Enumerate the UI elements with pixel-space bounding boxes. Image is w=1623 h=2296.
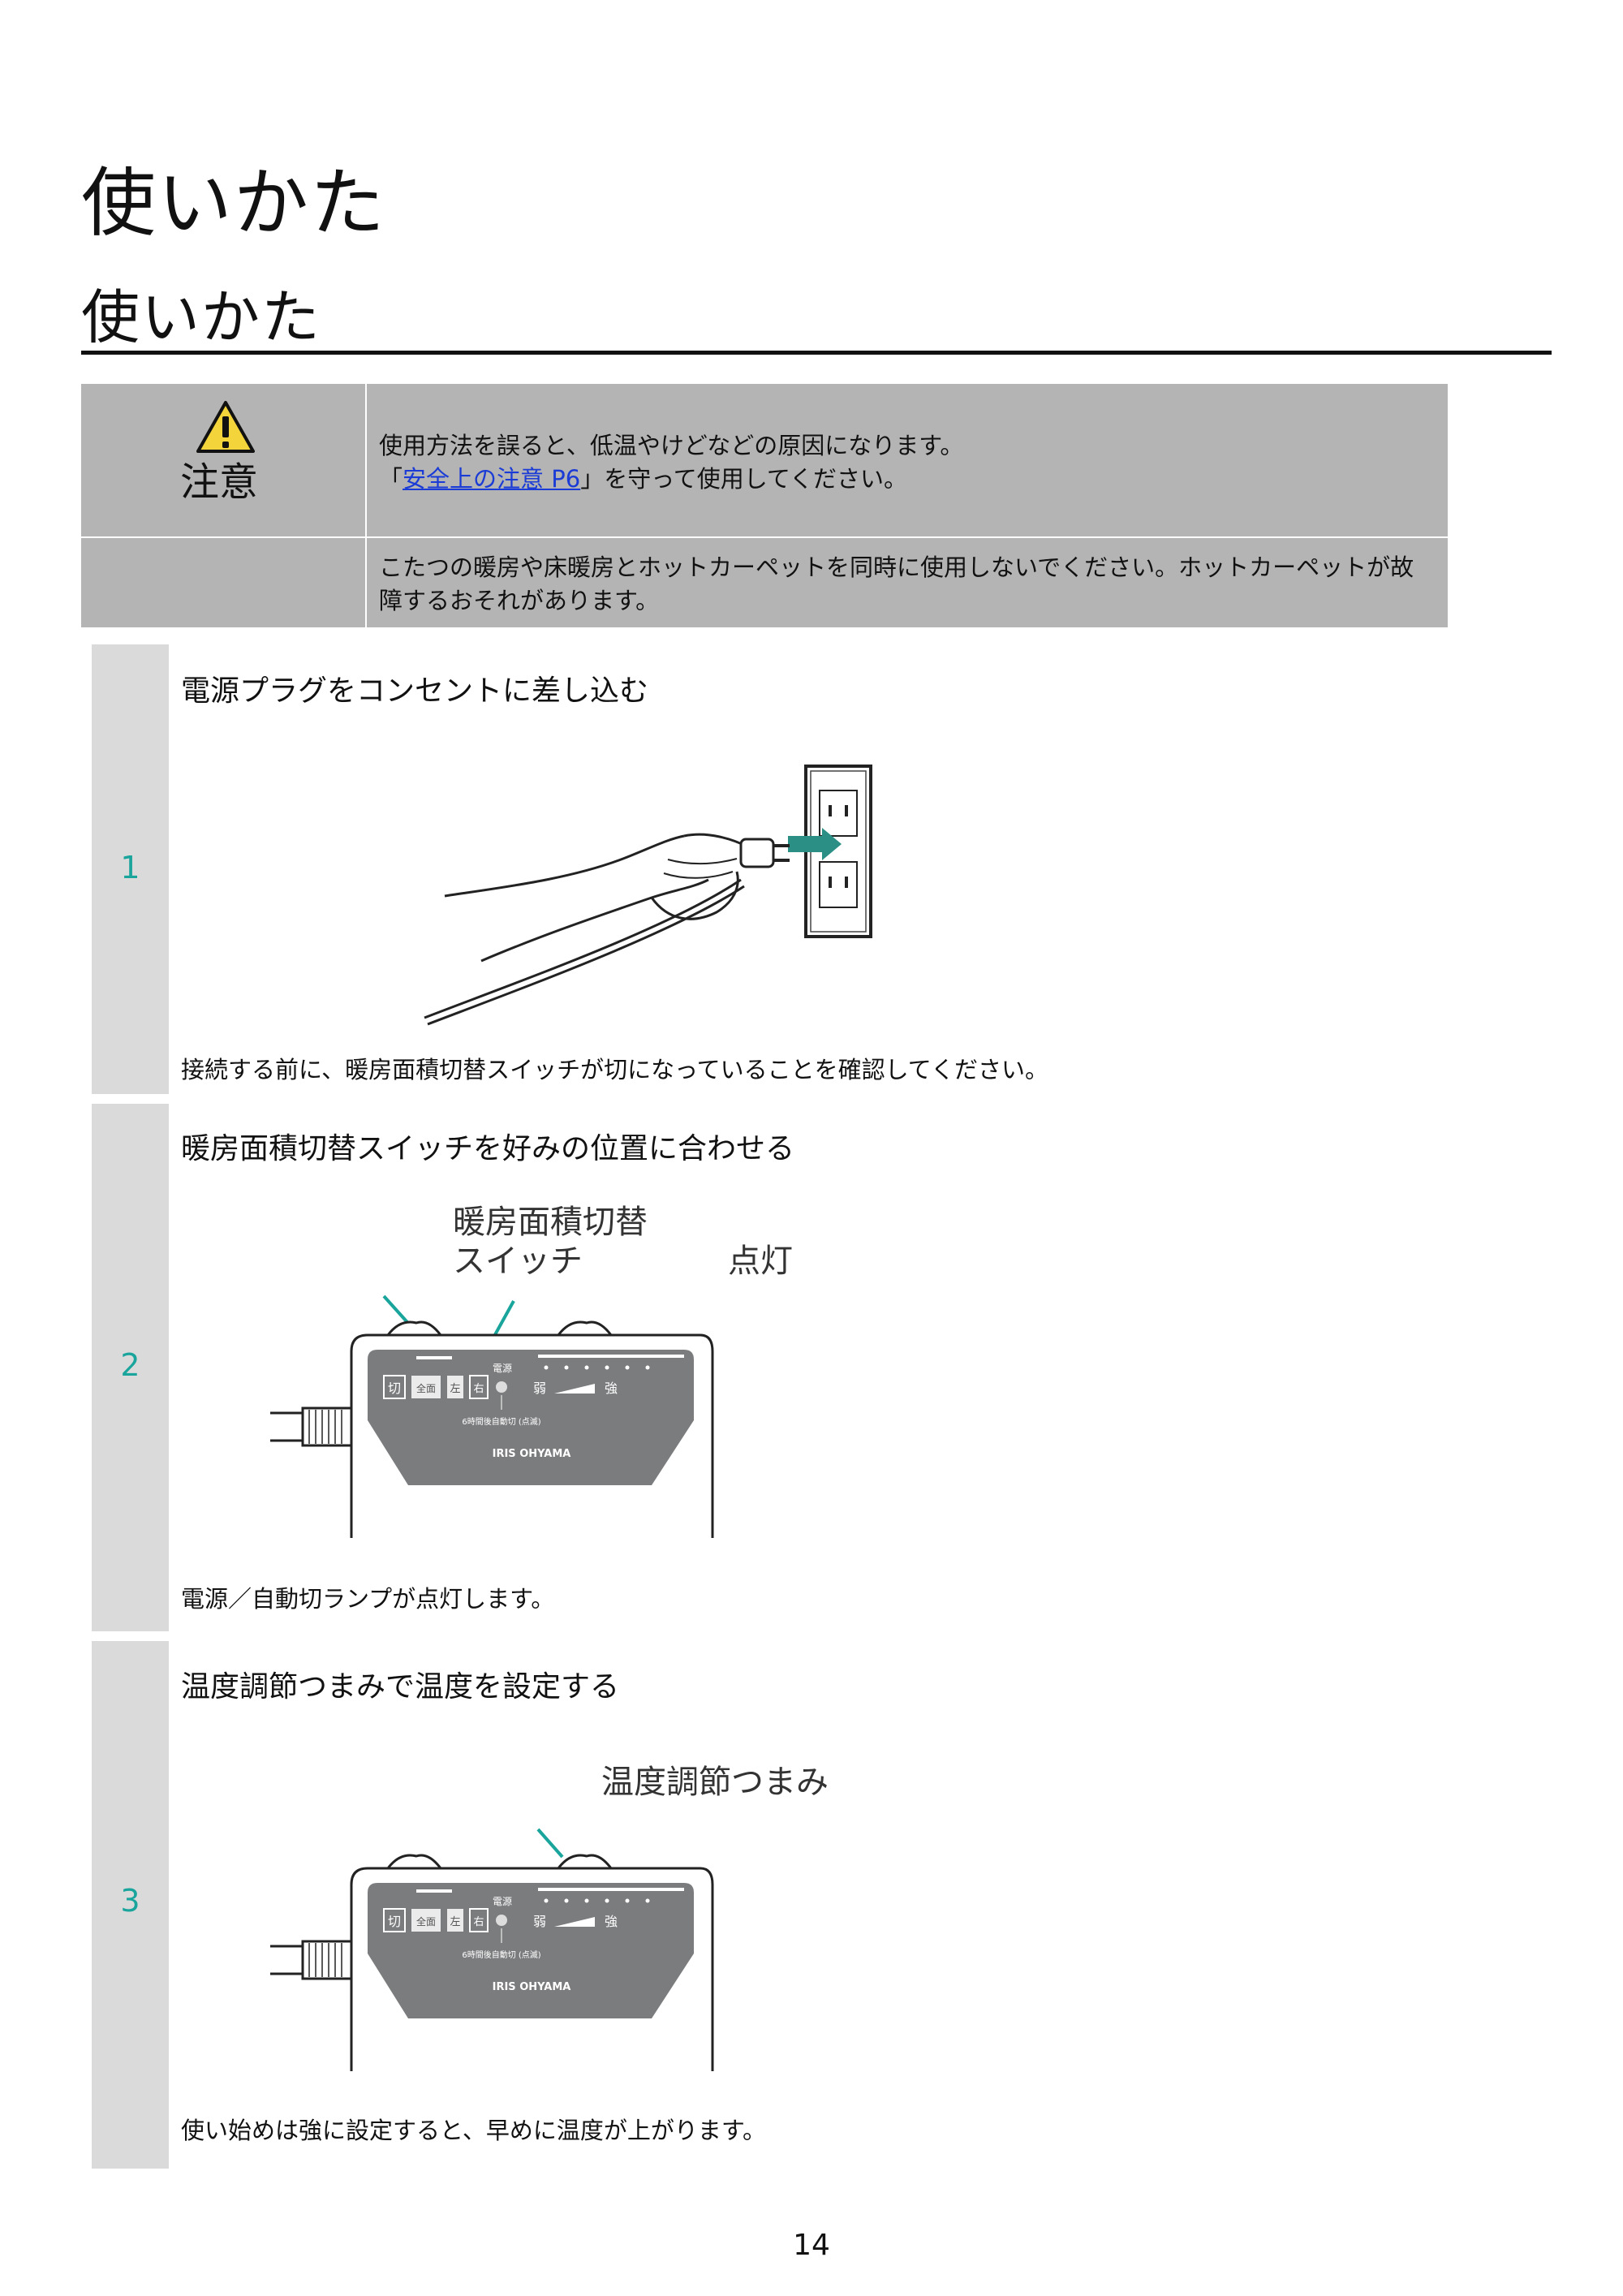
safety-notes-link[interactable]: 安全上の注意 P6 [403,464,581,493]
step-title: 温度調節つまみで温度を設定する [181,1670,620,1704]
caution-line-2-suffix: 」を守って使用してください。 [580,464,907,493]
caution-text: 使用方法を誤ると、低温やけどなどの原因になります。 「安全上の注意 P6」を守っ… [379,429,963,495]
svg-text:右: 右 [473,1383,484,1395]
lamp-callout: 点灯 [728,1243,793,1280]
caution-line-1: 使用方法を誤ると、低温やけどなどの原因になります。 [379,432,964,459]
svg-text:全面: 全面 [416,1915,436,1928]
switch-callout-line-1: 暖房面積切替 [453,1204,648,1241]
knob-callout: 温度調節つまみ [601,1764,829,1801]
svg-text:切: 切 [388,1381,401,1396]
step-number: 1 [120,850,140,885]
step-number: 3 [120,1883,140,1919]
page-title: 使いかた [81,160,387,247]
caution-line-2: 「安全上の注意 P6」を守って使用してください。 [379,463,963,496]
step-title: 暖房面積切替スイッチを好みの位置に合わせる [181,1132,795,1165]
section-title: 使いかた [81,283,322,351]
svg-text:6時間後自動切 (点滅): 6時間後自動切 (点滅) [462,1416,540,1427]
bracket-open: 「 [379,464,403,493]
svg-text:強: 強 [605,1381,618,1396]
step-number-column [92,644,169,1094]
step-number-column [92,1104,169,1631]
step-2: 2 暖房面積切替スイッチを好みの位置に合わせる 暖房面積切替 スイッチ 点灯 [92,1104,1552,1631]
caution-line-3: こたつの暖房や床暖房とホットカーペットを同時に使用しないでください。ホットカーペ… [379,554,1414,614]
svg-text:切: 切 [388,1914,401,1929]
caution-label: 注意 [180,459,259,505]
svg-text:6時間後自動切 (点滅): 6時間後自動切 (点滅) [462,1949,540,1960]
caution-divider-vertical [365,384,367,627]
section-divider [81,351,1552,355]
svg-text:右: 右 [473,1916,484,1928]
step-note: 接続する前に、暖房面積切替スイッチが切になっていることを確認してください。 [181,1056,1048,1083]
svg-text:左: 左 [450,1916,460,1928]
step-3: 3 温度調節つまみで温度を設定する 温度調節つまみ 切 全面 左 右 電源 [92,1641,1552,2169]
svg-text:電源: 電源 [493,1363,512,1374]
step-number-column [92,1641,169,2169]
plug-into-outlet-illustration [424,765,872,1026]
svg-text:電源: 電源 [493,1896,512,1907]
caution-box: 注意 使用方法を誤ると、低温やけどなどの原因になります。 「安全上の注意 P6」… [81,384,1448,627]
svg-text:弱: 弱 [533,1381,546,1396]
controller-illustration: 切 全面 左 右 電源 弱 強 6時間後自動切 (点滅) IRIS OHYAMA [270,1294,714,1538]
warning-triangle-icon [196,401,255,453]
step-note: 使い始めは強に設定すると、早めに温度が上がります。 [181,2117,766,2144]
caution-divider-horizontal [81,536,1448,538]
step-1: 1 電源プラグをコンセントに差し込む 接続する前に、暖房面積切替スイッチが切にな… [92,644,1552,1094]
svg-text:左: 左 [450,1383,460,1395]
page-number: 14 [793,2229,830,2262]
step-note: 電源／自動切ランプが点灯します。 [181,1585,555,1613]
switch-callout-line-2: スイッチ [453,1243,583,1280]
svg-text:IRIS OHYAMA: IRIS OHYAMA [493,1448,571,1460]
switch-callout: 暖房面積切替 スイッチ [453,1203,648,1281]
controller-illustration: 切 全面 左 右 電源 弱 強 6時間後自動切 (点滅) IRIS OHYAMA [270,1828,714,2071]
svg-text:IRIS OHYAMA: IRIS OHYAMA [493,1981,571,1993]
step-title: 電源プラグをコンセントに差し込む [181,674,649,708]
step-number: 2 [120,1347,140,1383]
svg-text:全面: 全面 [416,1382,436,1394]
svg-text:強: 強 [605,1914,618,1929]
svg-text:弱: 弱 [533,1914,546,1929]
